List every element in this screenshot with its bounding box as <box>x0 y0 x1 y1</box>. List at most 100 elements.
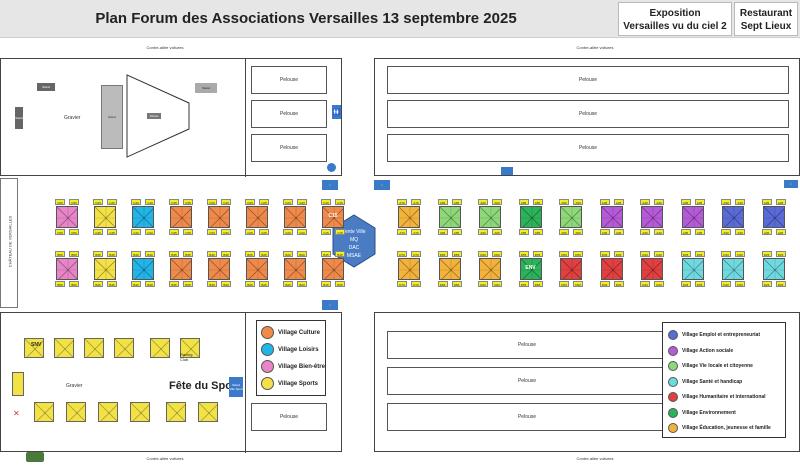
exposition-line-1: Exposition <box>649 8 701 19</box>
stand-number: A65 <box>451 199 462 205</box>
stand-number: A45 <box>599 199 610 205</box>
row-top-stand <box>170 206 192 228</box>
restaurant-line-2: Sept Lieux <box>740 21 792 32</box>
legend-item: Village Santé et handicap <box>668 376 743 387</box>
stand-number: D25 <box>775 251 786 257</box>
stand-number: D40 <box>654 281 664 287</box>
sport-stand <box>98 402 118 422</box>
stand-number: D30 <box>721 251 731 257</box>
stand-number: B15 <box>321 281 331 287</box>
exposition-line-2: Versailles vu du ciel 2 <box>623 21 727 32</box>
stand-number: A30 <box>721 199 731 205</box>
legend-label: Village Environnement <box>682 409 736 416</box>
stand-number: B25 <box>245 251 255 257</box>
stand-number: A60 <box>478 199 488 205</box>
stand-number: C25 <box>259 199 269 205</box>
stand-number: D50 <box>559 251 569 257</box>
row-bottom-stand <box>762 258 785 280</box>
row-top-stand <box>681 206 704 228</box>
legend-swatch <box>668 376 678 387</box>
stand-number: B20 <box>297 251 307 257</box>
stand-number: A65 <box>451 229 462 235</box>
sport-stand <box>66 402 86 422</box>
stand-number: A30 <box>721 229 731 235</box>
legend-label: Village Emploi et entrepreneuriat <box>682 332 760 338</box>
legend-item: Village Environnement <box>668 407 736 418</box>
stand-number: D70 <box>411 251 421 257</box>
row-top-stand <box>560 206 582 228</box>
stand-number: A25 <box>775 229 786 235</box>
stand-number: B30 <box>207 281 217 287</box>
exposition-box: Exposition Versailles vu du ciel 2 <box>618 2 732 36</box>
stand-number: A70 <box>411 199 421 205</box>
stand-number: A60 <box>492 199 502 205</box>
stand-number: D35 <box>680 281 691 287</box>
stand-number: D65 <box>437 281 448 287</box>
legend-item: Village Humanitaire et international <box>668 392 766 402</box>
tent-line-3: DAC <box>348 245 360 251</box>
stand-number: C45 <box>107 229 117 235</box>
stand-number: B50 <box>69 251 79 257</box>
road-label-top-right: Contre-allée voitures <box>576 45 614 50</box>
stand-number: D55 <box>532 281 543 287</box>
stand-number: B40 <box>145 251 155 257</box>
stand-number: D60 <box>492 251 502 257</box>
sport-stand <box>166 402 186 422</box>
stand-number: D70 <box>411 281 421 287</box>
legend-item: Village Action sociale <box>668 345 733 356</box>
stand-number: B20 <box>297 281 307 287</box>
row-bottom-stand <box>722 258 744 280</box>
chateau-label: CHÂTEAU DE VERSAILLES <box>7 215 13 268</box>
stand-number: A35 <box>680 229 691 235</box>
zone-top-left: Stand Stand Gravier Stand Scène Stand Pe… <box>0 58 342 177</box>
legend-item: Village Loisirs <box>261 343 319 356</box>
legend-item: Village Emploi et entrepreneuriat <box>668 330 760 340</box>
row-top-stand <box>722 206 744 228</box>
stand-number: A65 <box>437 199 448 205</box>
stand-text: C15 <box>328 213 338 219</box>
stand-number: D25 <box>775 281 786 287</box>
stand-number: D60 <box>492 281 502 287</box>
sport-stand <box>84 338 104 358</box>
stand-number: D40 <box>640 251 650 257</box>
stand-ville-sport-sign: Stand Ville Sport <box>229 377 243 397</box>
stand-number: A60 <box>492 229 502 235</box>
stand-number: C45 <box>93 229 103 235</box>
stand-number: C30 <box>207 229 217 235</box>
stand-number: C25 <box>259 229 269 235</box>
stand-number: D25 <box>761 281 772 287</box>
divider <box>245 59 246 177</box>
stand-number: C20 <box>283 229 293 235</box>
legend-swatch <box>668 423 678 433</box>
row-top-stand <box>56 206 78 228</box>
legend-label: Village Santé et handicap <box>682 378 743 385</box>
stand-number: A55 <box>532 199 543 205</box>
stand-number: A40 <box>640 199 650 205</box>
row-top-stand <box>438 206 461 228</box>
stand-number: B15 <box>335 251 345 257</box>
pelouse-tr-2: Pelouse <box>387 100 789 128</box>
pelouse-bl-3: Pelouse <box>251 403 327 431</box>
sport-stand <box>198 402 218 422</box>
stand-number: A50 <box>573 199 583 205</box>
stand-number: D45 <box>599 251 610 257</box>
stand-number: B50 <box>55 281 65 287</box>
stand-number: A35 <box>680 199 691 205</box>
stand-number: B20 <box>283 251 293 257</box>
stand-number: D55 <box>518 251 529 257</box>
pelouse-tl-1: Pelouse <box>251 66 327 94</box>
blue-sign-center: i <box>374 180 390 190</box>
stand-number: C50 <box>55 199 65 205</box>
legend-label: Village Éducation, jeunesse et famille <box>682 425 771 431</box>
stand-number: B45 <box>93 281 103 287</box>
info-icon <box>327 163 336 172</box>
stand-number: A45 <box>599 229 610 235</box>
tractor-icon <box>26 452 44 462</box>
sport-stand <box>24 338 44 358</box>
row-bottom-stand <box>560 258 582 280</box>
row-bottom-stand <box>56 258 78 280</box>
stand-number: B20 <box>283 281 293 287</box>
pelouse-br-1: Pelouse <box>387 331 667 359</box>
stand-number: C20 <box>283 199 293 205</box>
stand-number: C15 <box>335 229 345 235</box>
